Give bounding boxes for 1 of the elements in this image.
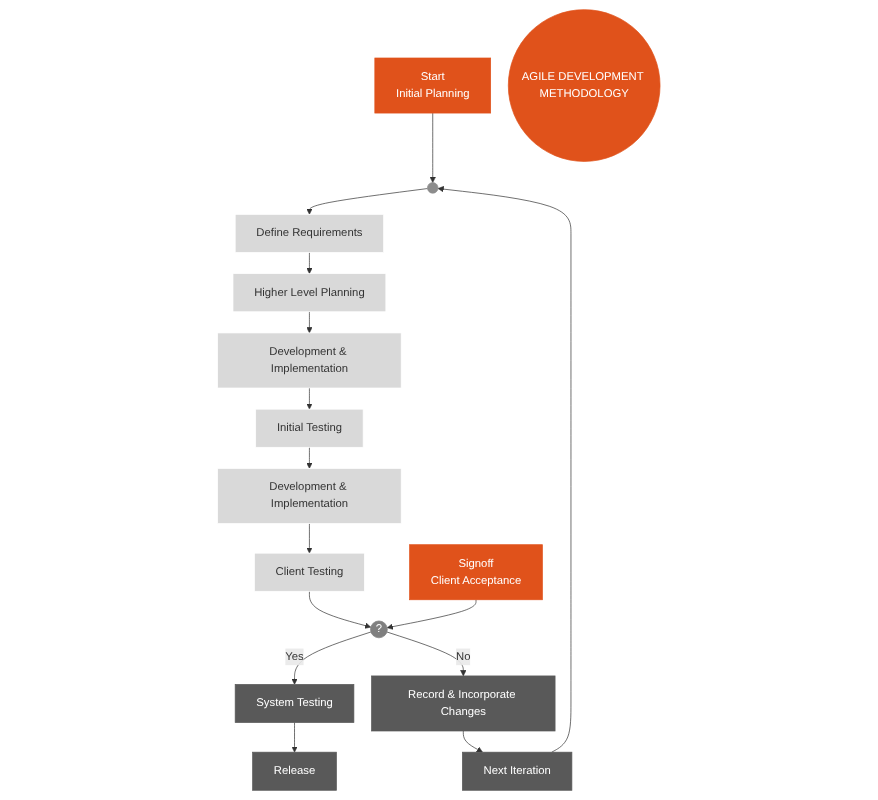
node-circle	[427, 182, 439, 194]
